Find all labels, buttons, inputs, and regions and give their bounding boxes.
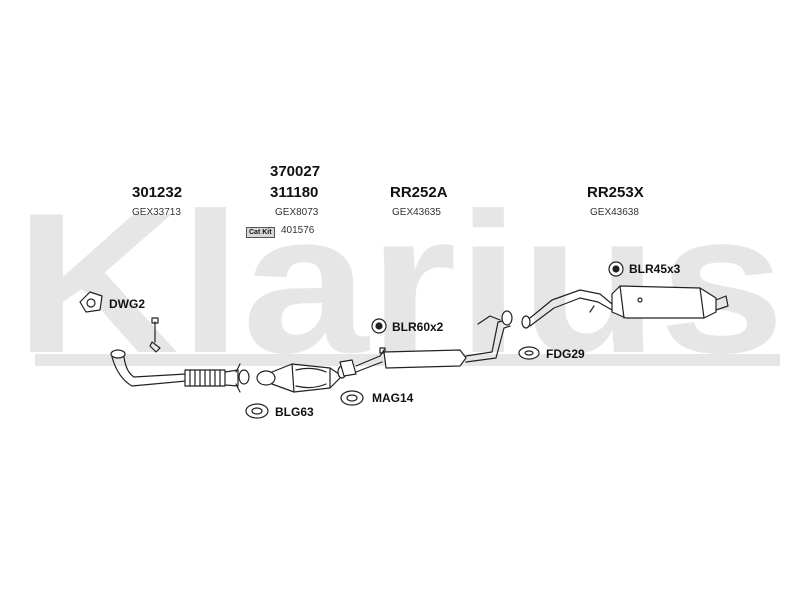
cat-kit-number: 401576 (281, 225, 315, 236)
fitting-label-blr60: BLR60x2 (392, 320, 444, 334)
fdg29-gasket-hole (524, 350, 534, 356)
gex-code-catalyst: GEX8073 (275, 207, 319, 218)
part-code-catalyst-kit: 370027 (270, 163, 321, 180)
fitting-label-blr45: BLR45x3 (629, 262, 681, 276)
part-code-centre-box: RR252A (390, 184, 448, 201)
fitting-label-mag14: MAG14 (372, 391, 414, 405)
front-pipe-icon (110, 349, 250, 393)
blr60-rubber-icon (371, 318, 387, 334)
part-code-catalyst: 311180 (270, 184, 319, 201)
blr45-rubber-icon (608, 261, 624, 277)
rear-silencer-icon (521, 285, 729, 329)
part-code-front-pipe: 301232 (132, 184, 183, 201)
dwg2-gasket-icon (79, 291, 103, 313)
fitting-label-dwg2: DWG2 (109, 297, 145, 311)
blg63-gasket-hole (251, 407, 263, 415)
fitting-label-blg63: BLG63 (275, 405, 314, 419)
gex-code-front-pipe: GEX33713 (132, 207, 181, 218)
mag14-gasket-icon (340, 390, 364, 406)
gex-code-centre-box: GEX43635 (392, 207, 441, 218)
sensor-stud-icon (149, 317, 161, 353)
part-code-rear-box: RR253X (587, 184, 644, 201)
catalytic-converter-icon (256, 363, 347, 393)
blg63-gasket-icon (245, 403, 269, 419)
mag14-gasket-hole (346, 394, 358, 402)
fdg29-gasket-icon (518, 346, 540, 360)
gex-code-rear-box: GEX43638 (590, 207, 639, 218)
flange-gasket-icon (501, 310, 513, 326)
cat-kit-badge: Cat Kit (246, 227, 275, 238)
centre-silencer-icon (339, 315, 511, 377)
fitting-label-fdg29: FDG29 (546, 347, 585, 361)
